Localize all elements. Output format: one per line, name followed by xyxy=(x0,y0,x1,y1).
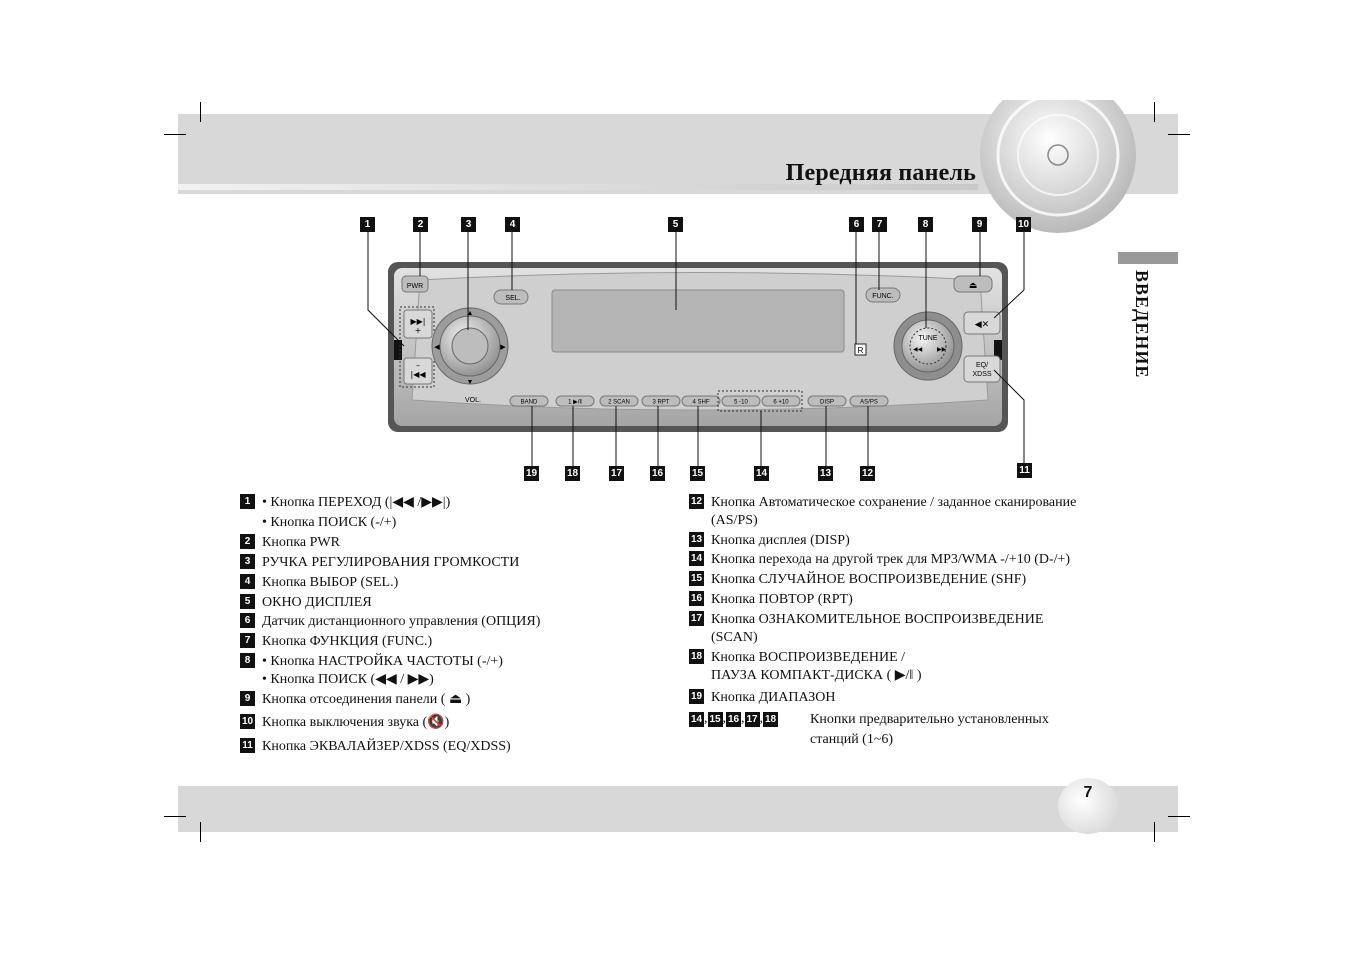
svg-text:▶: ▶ xyxy=(500,343,506,351)
svg-text:◀: ◀ xyxy=(434,343,440,351)
func-button xyxy=(865,287,901,303)
svg-text:VOL.: VOL. xyxy=(465,397,481,404)
svg-text:4 SHF: 4 SHF xyxy=(692,400,709,406)
svg-text:◀◀: ◀◀ xyxy=(913,346,923,353)
svg-text:5 -10: 5 -10 xyxy=(734,400,748,406)
svg-text:3 RPT: 3 RPT xyxy=(652,400,669,406)
svg-text:▼: ▼ xyxy=(467,378,474,386)
crop-mark xyxy=(1154,822,1155,842)
display-window xyxy=(551,289,845,353)
sel-button xyxy=(493,289,529,305)
callout-11: 11 xyxy=(1017,463,1032,478)
seek-up-button xyxy=(403,309,433,339)
remote-sensor xyxy=(854,343,867,356)
callout-7: 7 xyxy=(872,217,887,232)
svg-text:▲: ▲ xyxy=(467,309,474,317)
callout-1: 1 xyxy=(360,217,375,232)
page-title: Передняя панель xyxy=(785,160,976,186)
crop-mark xyxy=(200,822,201,842)
eject-button xyxy=(953,275,993,293)
svg-text:+: + xyxy=(415,326,422,335)
svg-text:◀✕: ◀✕ xyxy=(975,320,989,330)
callout-19: 19 xyxy=(524,466,539,481)
svg-text:▶▶: ▶▶ xyxy=(937,346,947,353)
mute-button xyxy=(963,311,1001,335)
svg-text:|◀◀: |◀◀ xyxy=(411,370,427,379)
svg-text:–: – xyxy=(416,361,420,370)
crop-mark xyxy=(164,816,186,817)
seek-down-button xyxy=(403,357,433,385)
callout-14: 14 xyxy=(754,466,769,481)
svg-text:SEL.: SEL. xyxy=(505,295,520,302)
callout-10: 10 xyxy=(1016,217,1031,232)
svg-text:XDSS: XDSS xyxy=(972,371,991,378)
callout-9: 9 xyxy=(972,217,987,232)
crop-mark xyxy=(1154,102,1155,122)
svg-text:DISP: DISP xyxy=(820,400,834,406)
callout-3: 3 xyxy=(461,217,476,232)
callout-8: 8 xyxy=(918,217,933,232)
callout-17: 17 xyxy=(609,466,624,481)
eq-xdss-button xyxy=(963,355,1001,383)
pwr-button xyxy=(401,275,429,293)
callout-12: 12 xyxy=(860,466,875,481)
svg-text:AS/PS: AS/PS xyxy=(860,400,878,406)
cd-decoration-icon xyxy=(980,100,1136,233)
callout-2: 2 xyxy=(413,217,428,232)
crop-mark xyxy=(164,134,186,135)
section-tab xyxy=(1118,252,1178,264)
callout-5: 5 xyxy=(668,217,683,232)
callout-15: 15 xyxy=(690,466,705,481)
callout-18: 18 xyxy=(565,466,580,481)
page-number: 7 xyxy=(1058,778,1118,834)
svg-text:⏏: ⏏ xyxy=(969,281,978,291)
callout-6: 6 xyxy=(849,217,864,232)
svg-text:1 ▶/‖: 1 ▶/‖ xyxy=(568,400,582,406)
footer-band xyxy=(178,786,1178,832)
crop-mark xyxy=(1168,134,1190,135)
svg-text:R: R xyxy=(858,346,864,355)
svg-text:EQ/: EQ/ xyxy=(976,362,988,369)
header-stripe xyxy=(178,184,978,190)
callout-13: 13 xyxy=(818,466,833,481)
preset-numbers: 14,15,16,17,18 xyxy=(689,711,778,727)
svg-text:6 +10: 6 +10 xyxy=(773,400,789,406)
svg-text:TUNE: TUNE xyxy=(918,335,937,342)
callout-4: 4 xyxy=(505,217,520,232)
crop-mark xyxy=(1168,816,1190,817)
preset-description: Кнопки предварительно установленных стан… xyxy=(810,712,1049,747)
section-label: ВВЕДЕНИЕ xyxy=(1132,270,1152,379)
svg-text:▶▶|: ▶▶| xyxy=(411,317,426,326)
front-panel-diagram: PWR SEL. ▶▶| + – |◀◀ ▲ ▼ ◀ ▶ VOL. R FUNC… xyxy=(367,232,1025,466)
crop-mark xyxy=(200,102,201,122)
svg-text:BAND: BAND xyxy=(521,400,538,406)
svg-text:2 SCAN: 2 SCAN xyxy=(608,400,630,406)
callout-16: 16 xyxy=(650,466,665,481)
pwr-label: PWR xyxy=(407,283,423,290)
svg-text:FUNC.: FUNC. xyxy=(872,293,893,300)
